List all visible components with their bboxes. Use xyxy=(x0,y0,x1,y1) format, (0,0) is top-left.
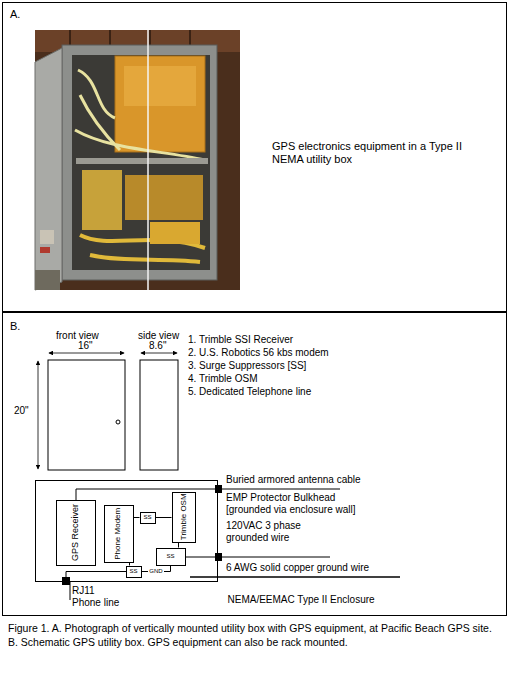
component-label: Trimble OSM xyxy=(179,494,189,541)
enclosure-title: NEMA/EEMAC Type II Enclosure xyxy=(228,594,448,606)
dimension: 16" xyxy=(78,340,93,352)
surge-suppressor: SS xyxy=(140,512,156,524)
component-label: GPS Receiver xyxy=(70,504,81,561)
photograph xyxy=(35,30,240,290)
component-label: Phone Modem xyxy=(114,507,124,559)
wire xyxy=(156,517,172,518)
surge-suppressor: SS xyxy=(126,566,142,578)
legend-item: 4. Trimble OSM xyxy=(188,373,257,385)
panel-letter: A. xyxy=(10,8,20,21)
panel-frame: A. GPS electronics equipment in a Type II… xyxy=(2,2,507,312)
modem-box: Phone Modem xyxy=(104,505,134,563)
component-label: SS xyxy=(129,568,137,575)
dimension-lines xyxy=(38,353,177,469)
dimension: 20" xyxy=(14,405,29,417)
legend-item: 3. Surge Suppressors [SS] xyxy=(188,360,306,372)
figure-caption: Figure 1. A. Photograph of vertically mo… xyxy=(8,622,503,649)
connector-label: RJ11 Phone line xyxy=(72,585,124,609)
wiring xyxy=(66,489,400,600)
enclosure-box: GPS ReceiverPhone ModemSSTrimble OSMSSSS… xyxy=(35,480,218,582)
osm-box: Trimble OSM xyxy=(172,492,196,543)
surge-suppressor: SS xyxy=(156,548,186,566)
legend-item: 1. Trimble SSI Receiver xyxy=(188,334,293,346)
legend-item: 2. U.S. Robotics 56 kbs modem xyxy=(188,347,329,359)
photo-description: GPS electronics equipment in a Type II N… xyxy=(272,140,492,166)
dimension: 8.6" xyxy=(149,340,166,352)
enclosure-views xyxy=(48,360,178,470)
receiver-box: GPS Receiver xyxy=(56,500,96,566)
cable-label: Buried armored antenna cable xyxy=(226,474,361,486)
wire-label: GND xyxy=(148,568,163,575)
cable-label: 120VAC 3 phase grounded wire xyxy=(226,520,316,544)
component-label: SS xyxy=(166,553,174,560)
cable-label: EMP Protector Bulkhead [grounded via enc… xyxy=(226,492,366,516)
panel-letter: B. xyxy=(10,320,20,333)
legend-item: 5. Dedicated Telephone line xyxy=(188,386,311,398)
component-label: SS xyxy=(143,514,151,521)
cable-label: 6 AWG solid copper ground wire xyxy=(226,562,369,574)
